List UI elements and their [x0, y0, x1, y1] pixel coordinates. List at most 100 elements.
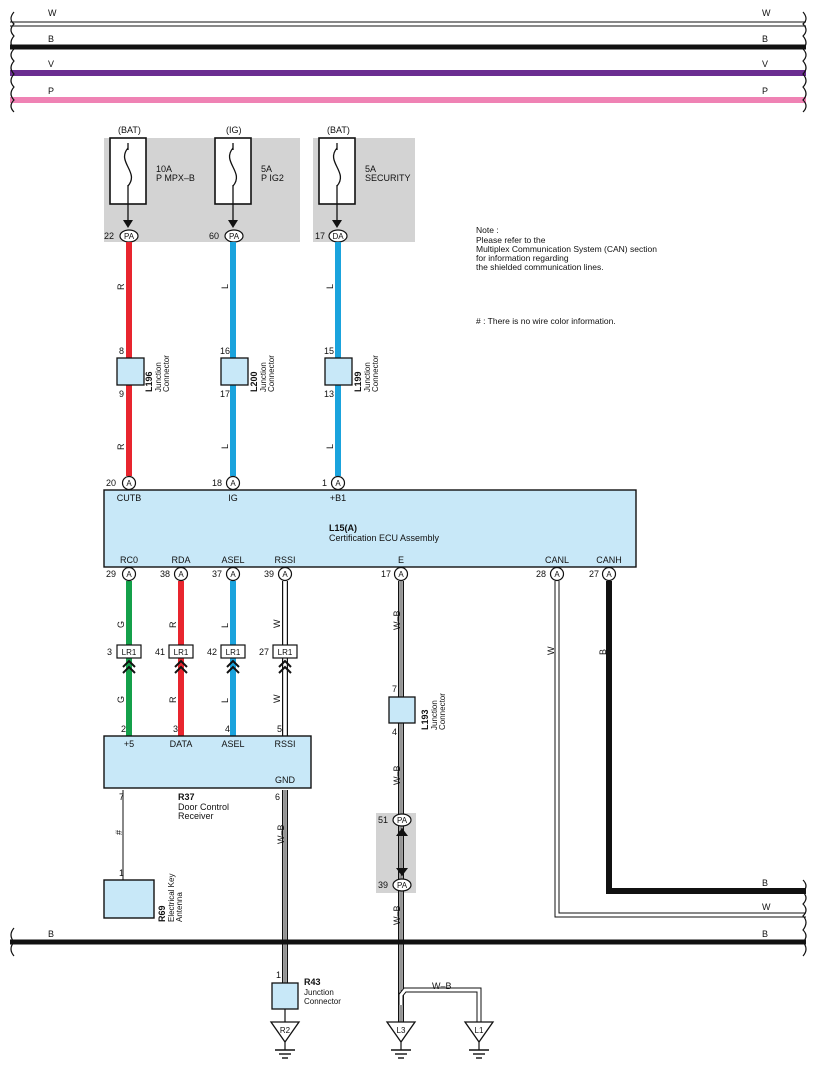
wire-color-r: R: [116, 283, 126, 290]
r43-junction: 1 R43 Junction Connector: [271, 970, 341, 1022]
jc-pin-in: 16: [220, 346, 230, 356]
ecu-bottom-pins: A 29 A 38 A 37 A 39 A 17 A 28 A 27: [106, 566, 617, 582]
jc-id: L200: [249, 371, 259, 392]
jc-pin-out: 17: [220, 389, 230, 399]
antenna-box: [103, 879, 155, 919]
fuse-conn-1: PA: [124, 232, 135, 241]
lr1-label: LR1: [174, 648, 189, 657]
arrow-down-icon: [123, 220, 133, 228]
fuse-conn-3: DA: [332, 232, 344, 241]
jc-desc: Connector: [267, 355, 276, 392]
ecu-top-pins: A 20 A 18 A 1: [106, 475, 346, 491]
fuse-rating-2: 5A: [261, 164, 272, 174]
ground-label: L3: [397, 1026, 406, 1035]
wire-color-hash: #: [114, 830, 124, 835]
grounds: R2 L3 L1: [269, 1021, 495, 1059]
receiver-pin-label: RSSI: [274, 739, 295, 749]
receiver-name: Door Control: [178, 802, 229, 812]
wire-color-w: W: [546, 646, 556, 655]
pin-conn: A: [282, 570, 288, 579]
jc-pin-in: 15: [324, 346, 334, 356]
arrow-down-icon: [332, 220, 342, 228]
r43-desc: Junction: [304, 988, 334, 997]
lr1-label: LR1: [226, 648, 241, 657]
wire-color-b: B: [598, 649, 608, 655]
ecu-pin-label: CANH: [596, 555, 622, 565]
ecu-pin-label: RSSI: [274, 555, 295, 565]
fuse-conn-2: PA: [229, 232, 240, 241]
pin-num: 20: [106, 478, 116, 488]
pin-conn: A: [126, 570, 132, 579]
top-bus-lines: W W B B V V P P: [10, 8, 807, 113]
bottom-bus-line: B B: [10, 879, 807, 957]
junction-connector: [116, 357, 145, 386]
pin-conn: A: [335, 479, 341, 488]
fuse-icon: [332, 147, 342, 187]
junction-connector: [324, 357, 353, 386]
r43-pin: 1: [276, 970, 281, 980]
electrical-key-antenna: 1 R69 Electrical Key Antenna: [103, 868, 184, 922]
note-line-4: for information regarding: [476, 253, 569, 263]
note-line-3: Multiplex Communication System (CAN) sec…: [476, 244, 657, 254]
receiver-gnd-label: GND: [275, 775, 296, 785]
wire-color-wb: W–B: [392, 610, 402, 630]
pin-num: 17: [381, 569, 391, 579]
ground-label: R2: [280, 1026, 291, 1035]
pa-conn-bottom: PA: [397, 881, 408, 890]
pin-conn: A: [606, 570, 612, 579]
ecu-pin-label: CUTB: [117, 493, 142, 503]
bus-label-p-right: P: [762, 86, 768, 96]
fuse-group: (BAT) 10A P MPX–B PA 22 (IG) 5A P IG2 PA…: [104, 125, 415, 243]
wire-color-l: L: [220, 284, 230, 289]
ecu-pin-label: ASEL: [221, 555, 244, 565]
arrow-up-icon: [396, 828, 408, 836]
ecu-pin-label: E: [398, 555, 404, 565]
note-hash: # : There is no wire color information.: [476, 316, 616, 326]
r43-desc: Connector: [304, 997, 341, 1006]
bus-label-b-left: B: [48, 34, 54, 44]
receiver-pin-label: ASEL: [221, 739, 244, 749]
pin-num: 37: [212, 569, 222, 579]
fuse-icon: [228, 147, 238, 187]
wire-color-r: R: [168, 696, 178, 703]
wire-color-w: W: [272, 619, 282, 628]
jc-desc: Junction: [363, 362, 372, 392]
wire-color-wb: W–B: [392, 905, 402, 925]
receiver-box: [103, 735, 312, 789]
lr1-pin: 42: [207, 647, 217, 657]
antenna-id: R69: [157, 905, 167, 922]
ecu-pin-label: RC0: [120, 555, 138, 565]
jc-desc: Connector: [438, 693, 447, 730]
lr1-connectors: LR1 3 LR1 41 LR1 42 LR1 27: [107, 644, 298, 674]
fuse-source-2: (IG): [226, 125, 242, 135]
wire-color-g: G: [116, 621, 126, 628]
pin-num: 39: [264, 569, 274, 579]
chevron-up-icon: [122, 659, 136, 674]
fuse-rating-1: 10A: [156, 164, 172, 174]
jc-id: L193: [420, 709, 430, 730]
wire-color-r: R: [116, 443, 126, 450]
wire-color-l: L: [220, 698, 230, 703]
receiver-gnd-pin: 6: [275, 792, 280, 802]
r43-id: R43: [304, 977, 321, 987]
junction-connector: [220, 357, 249, 386]
jc-pin-in: 7: [392, 684, 397, 694]
jc-pin-out: 9: [119, 389, 124, 399]
chevron-up-icon: [174, 659, 188, 674]
bus-label-p-left: P: [48, 86, 54, 96]
wire-color-w: W: [272, 694, 282, 703]
note-line-5: the shielded communication lines.: [476, 262, 604, 272]
fuse-pin-3: 17: [315, 231, 325, 241]
jc-pin-out: 4: [392, 727, 397, 737]
antenna-desc: Antenna: [175, 892, 184, 922]
bus-label-b-right: B: [762, 929, 768, 939]
fuse-pin-2: 60: [209, 231, 219, 241]
ecu-pin-label: IG: [228, 493, 238, 503]
ecu-id: L15(A): [329, 523, 357, 533]
pin-conn: A: [554, 570, 560, 579]
note-line-2: Please refer to the: [476, 235, 546, 245]
pa-pin-top: 51: [378, 815, 388, 825]
pin-num: 1: [322, 478, 327, 488]
pa-connector-bg: [376, 813, 416, 893]
fuse-source-3: (BAT): [327, 125, 350, 135]
